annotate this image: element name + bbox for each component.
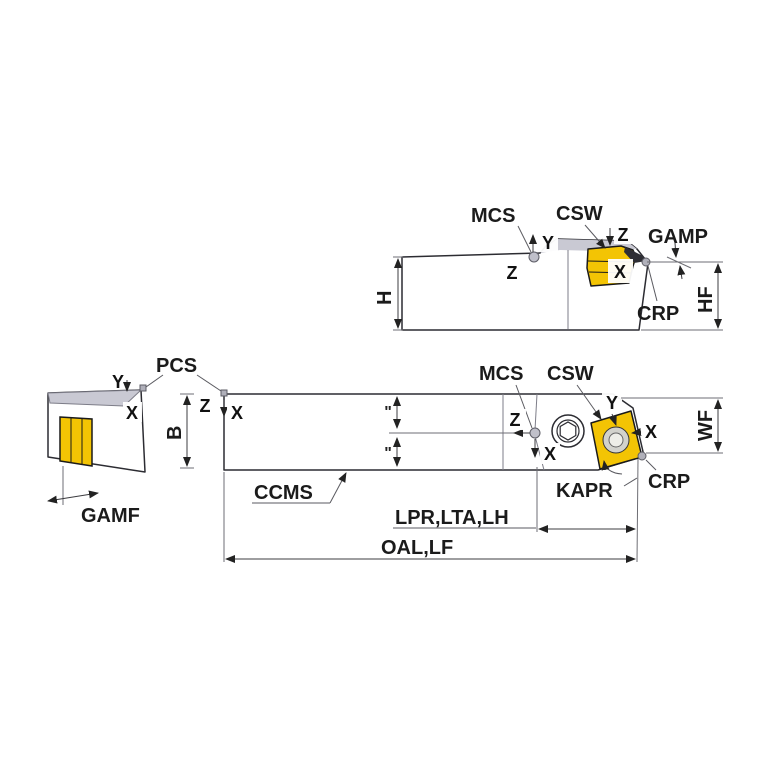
top-x-tip-label: X bbox=[645, 422, 657, 442]
gamf-label: GAMF bbox=[81, 505, 140, 527]
side-csw-leader bbox=[584, 224, 606, 249]
top-x-tip-arrow bbox=[631, 428, 642, 436]
top-tool-body bbox=[223, 393, 645, 471]
top-mcs-x-box bbox=[540, 443, 560, 464]
clamp-hole-inner bbox=[556, 419, 580, 443]
hf-label: HF bbox=[695, 286, 717, 313]
top-csw-label: CSW bbox=[547, 363, 594, 385]
side-x-insert-label: X bbox=[614, 262, 626, 282]
gamp-arrow-lower bbox=[677, 265, 686, 280]
top-view: " " Z X MCS Z X CSW Y X CRP bbox=[195, 363, 723, 563]
top-mcs-z-label: Z bbox=[510, 410, 521, 430]
lpr-label: LPR,LTA,LH bbox=[395, 507, 509, 529]
side-z-origin-label: Z bbox=[507, 263, 518, 283]
side-mcs-point bbox=[528, 251, 540, 263]
wf-label: WF bbox=[695, 410, 717, 441]
h-label: H bbox=[374, 291, 396, 305]
kapr-arc bbox=[601, 460, 623, 475]
side-y-axis-label: Y bbox=[542, 233, 554, 253]
side-mcs-leader bbox=[517, 225, 532, 253]
end-x-axis-label: X bbox=[126, 403, 138, 423]
clamp-hole-hex bbox=[559, 421, 577, 441]
top-y-arrow bbox=[609, 413, 617, 426]
kapr-label: KAPR bbox=[556, 480, 613, 502]
clamp-hole-outer bbox=[551, 414, 585, 448]
side-z-tip-label: Z bbox=[618, 225, 629, 245]
side-z-tip-box bbox=[614, 225, 633, 244]
dim-ext-tip bbox=[636, 458, 639, 563]
side-crp-leader bbox=[647, 265, 658, 302]
oal-label: OAL,LF bbox=[381, 537, 453, 559]
gamp-arrow-upper bbox=[671, 242, 680, 258]
top-mcs-point bbox=[529, 427, 541, 439]
top-crp-leader bbox=[645, 459, 657, 471]
top-mcs-label: MCS bbox=[479, 363, 523, 385]
top-mcs-z-box bbox=[505, 409, 526, 430]
end-x-axis-box bbox=[123, 402, 142, 422]
pcs-label: PCS bbox=[156, 355, 197, 377]
side-z-origin-box bbox=[502, 262, 523, 282]
ditto-upper: " bbox=[384, 404, 392, 421]
side-view: MCS Y Z CSW Z X GAMP CRP H bbox=[374, 203, 723, 331]
ditto-lower: " bbox=[384, 445, 392, 462]
top-crp-label: CRP bbox=[648, 471, 690, 493]
pcs-point-endview bbox=[139, 384, 147, 392]
b-label: B bbox=[164, 426, 186, 440]
insert-screw-inner bbox=[608, 432, 624, 448]
top-crp-point bbox=[637, 451, 647, 461]
top-origin-x-box bbox=[227, 402, 247, 423]
top-mcs-leader bbox=[515, 384, 533, 429]
top-head-line-2 bbox=[534, 393, 538, 431]
end-y-axis-label: Y bbox=[112, 372, 124, 392]
top-mcs-x-label: X bbox=[544, 444, 556, 464]
gamf-angle-arrows bbox=[47, 490, 99, 504]
top-x-tip-box bbox=[642, 421, 661, 441]
top-y-label: Y bbox=[606, 393, 618, 413]
top-origin-z-label: Z bbox=[200, 396, 211, 416]
pcs-leader-left bbox=[145, 374, 164, 388]
top-csw-leader bbox=[576, 384, 602, 420]
side-insert-tip bbox=[624, 247, 646, 263]
kapr-leader bbox=[623, 477, 638, 487]
ccms-leader bbox=[329, 472, 347, 504]
ccms-label: CCMS bbox=[254, 482, 313, 504]
end-insert bbox=[59, 416, 93, 467]
side-crp-label: CRP bbox=[637, 303, 679, 325]
top-origin-z-box bbox=[195, 395, 216, 416]
side-csw-label: CSW bbox=[556, 203, 603, 225]
side-x-insert-box bbox=[608, 259, 633, 283]
top-y-box bbox=[602, 392, 622, 412]
top-head-line-3 bbox=[534, 435, 545, 471]
pcs-point-topview bbox=[220, 389, 228, 397]
side-mcs-label: MCS bbox=[471, 205, 515, 227]
end-view: Y X PCS GAMF B bbox=[47, 355, 222, 527]
pcs-leader-right bbox=[196, 374, 222, 392]
side-y-axis-box bbox=[538, 233, 558, 252]
top-origin-x-label: X bbox=[231, 403, 243, 423]
gamp-label: GAMP bbox=[648, 226, 708, 248]
